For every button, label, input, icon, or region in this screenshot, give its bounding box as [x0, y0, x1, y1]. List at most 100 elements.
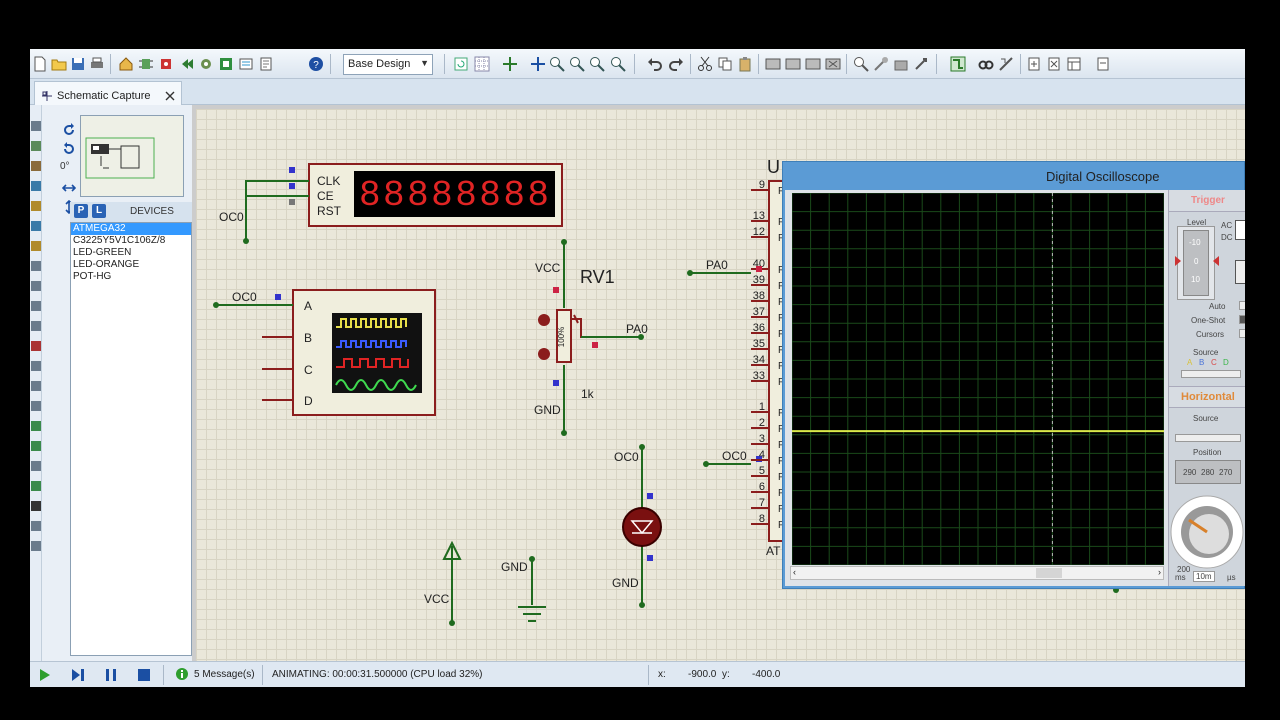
grid-icon[interactable]: [474, 56, 490, 72]
chip-icon[interactable]: [158, 56, 174, 72]
step-icon[interactable]: [72, 669, 84, 681]
gnd-terminal[interactable]: GND: [501, 556, 546, 622]
help-icon[interactable]: ?: [308, 56, 324, 72]
potentiometer-rv1[interactable]: 100% RV1 1k VCC GND PA0: [534, 239, 648, 436]
pan-icon[interactable]: [530, 56, 546, 72]
generator-mode-icon[interactable]: [31, 341, 41, 351]
origin-icon[interactable]: [502, 56, 518, 72]
vcc-terminal[interactable]: VCC: [424, 540, 462, 626]
component-mode-icon[interactable]: [31, 141, 41, 151]
decompose-icon[interactable]: [913, 56, 929, 72]
zoom-all-icon[interactable]: [589, 56, 605, 72]
list-item[interactable]: ATMEGA32: [71, 223, 191, 235]
block-copy-icon[interactable]: [765, 56, 781, 72]
pick-devices-button[interactable]: P: [74, 204, 88, 218]
remove-sheet-icon[interactable]: [1046, 56, 1062, 72]
line-mode-icon[interactable]: [31, 401, 41, 411]
tape-mode-icon[interactable]: [31, 321, 41, 331]
arc-mode-icon[interactable]: [31, 461, 41, 471]
horizontal-source-slider[interactable]: [1175, 434, 1241, 442]
close-icon[interactable]: [165, 91, 175, 101]
back-icon[interactable]: [178, 56, 194, 72]
text-script-mode-icon[interactable]: [31, 201, 41, 211]
instrument-mode-icon[interactable]: [31, 381, 41, 391]
led[interactable]: OC0 GND: [612, 444, 662, 608]
position-wheel[interactable]: [1175, 460, 1241, 484]
oscilloscope-screen[interactable]: [791, 192, 1165, 566]
logic-analyzer[interactable]: A B C D: [292, 289, 436, 416]
pick-icon[interactable]: [853, 56, 869, 72]
source-channel-d[interactable]: D: [1223, 358, 1229, 367]
undo-icon[interactable]: [647, 56, 663, 72]
stop-icon[interactable]: [138, 669, 150, 681]
zoom-in-icon[interactable]: [549, 56, 565, 72]
auto-toggle[interactable]: [1239, 301, 1245, 310]
subcircuit-mode-icon[interactable]: [31, 241, 41, 251]
rotate-clockwise-icon[interactable]: [62, 123, 76, 137]
box-mode-icon[interactable]: [31, 421, 41, 431]
scrollbar-thumb[interactable]: [1036, 568, 1062, 578]
counter-timer[interactable]: 88888888 CLK CE RST: [289, 163, 563, 227]
mirror-horizontal-icon[interactable]: [62, 181, 76, 195]
coupling-switch[interactable]: [1235, 220, 1245, 240]
oscilloscope-title-bar[interactable]: Digital Oscilloscope: [783, 162, 1245, 190]
bus-mode-icon[interactable]: [31, 221, 41, 231]
search-icon[interactable]: [978, 56, 994, 72]
gear-icon[interactable]: [198, 56, 214, 72]
print-icon[interactable]: [89, 56, 105, 72]
block-move-icon[interactable]: [785, 56, 801, 72]
source-channel-b[interactable]: B: [1199, 358, 1205, 367]
make-device-icon[interactable]: [873, 56, 889, 72]
scroll-right-icon[interactable]: ›: [1158, 567, 1161, 577]
circle-mode-icon[interactable]: [31, 441, 41, 451]
list-item[interactable]: LED-GREEN: [73, 247, 132, 258]
package-icon[interactable]: [893, 56, 909, 72]
zoom-out-icon[interactable]: [569, 56, 585, 72]
new-file-icon[interactable]: [32, 56, 48, 72]
path-mode-icon[interactable]: [31, 481, 41, 491]
pcb-icon[interactable]: [218, 56, 234, 72]
selection-mode-icon[interactable]: [31, 121, 41, 131]
terminals-mode-icon[interactable]: [31, 261, 41, 271]
cursors-toggle[interactable]: [1239, 329, 1245, 338]
zoom-area-icon[interactable]: [610, 56, 626, 72]
component-icon[interactable]: [138, 56, 154, 72]
pause-icon[interactable]: [106, 669, 116, 681]
rotate-anticlockwise-icon[interactable]: [62, 142, 76, 156]
symbol-mode-icon[interactable]: [31, 521, 41, 531]
messages-count[interactable]: 5 Message(s): [194, 669, 255, 680]
bom-icon[interactable]: [238, 56, 254, 72]
text-mode-icon[interactable]: [31, 501, 41, 511]
navigator-icon[interactable]: [1066, 56, 1082, 72]
edge-switch[interactable]: [1235, 260, 1245, 284]
open-folder-icon[interactable]: [51, 56, 67, 72]
info-icon[interactable]: [176, 668, 188, 680]
list-item[interactable]: POT-HG: [73, 271, 112, 282]
block-rotate-icon[interactable]: [805, 56, 821, 72]
timebase-dial[interactable]: [1169, 490, 1245, 580]
design-variant-select[interactable]: Base Design▼: [343, 54, 433, 75]
wire-autoroute-icon[interactable]: [950, 56, 966, 72]
source-channel-c[interactable]: C: [1211, 358, 1217, 367]
marker-mode-icon[interactable]: [31, 541, 41, 551]
library-manager-button[interactable]: L: [92, 204, 106, 218]
block-delete-icon[interactable]: [825, 56, 841, 72]
save-icon[interactable]: [70, 56, 86, 72]
junction-mode-icon[interactable]: [31, 161, 41, 171]
cut-icon[interactable]: [697, 56, 713, 72]
pin-mode-icon[interactable]: [31, 281, 41, 291]
graph-mode-icon[interactable]: [31, 301, 41, 311]
property-icon[interactable]: [998, 56, 1014, 72]
list-item[interactable]: LED-ORANGE: [73, 259, 140, 270]
tab-schematic-capture[interactable]: Schematic Capture: [34, 81, 182, 105]
wire-label-mode-icon[interactable]: [31, 181, 41, 191]
source-channel-a[interactable]: A: [1187, 358, 1193, 367]
netlist-icon[interactable]: [1095, 56, 1111, 72]
refresh-icon[interactable]: [453, 56, 469, 72]
scroll-left-icon[interactable]: ‹: [793, 567, 796, 577]
new-sheet-icon[interactable]: [1026, 56, 1042, 72]
redo-icon[interactable]: [668, 56, 684, 72]
list-item[interactable]: C3225Y5V1C106Z/8: [73, 235, 166, 246]
digital-oscilloscope-window[interactable]: Digital Oscilloscope ‹ › Trigger Level -…: [782, 161, 1245, 589]
home-icon[interactable]: [118, 56, 134, 72]
